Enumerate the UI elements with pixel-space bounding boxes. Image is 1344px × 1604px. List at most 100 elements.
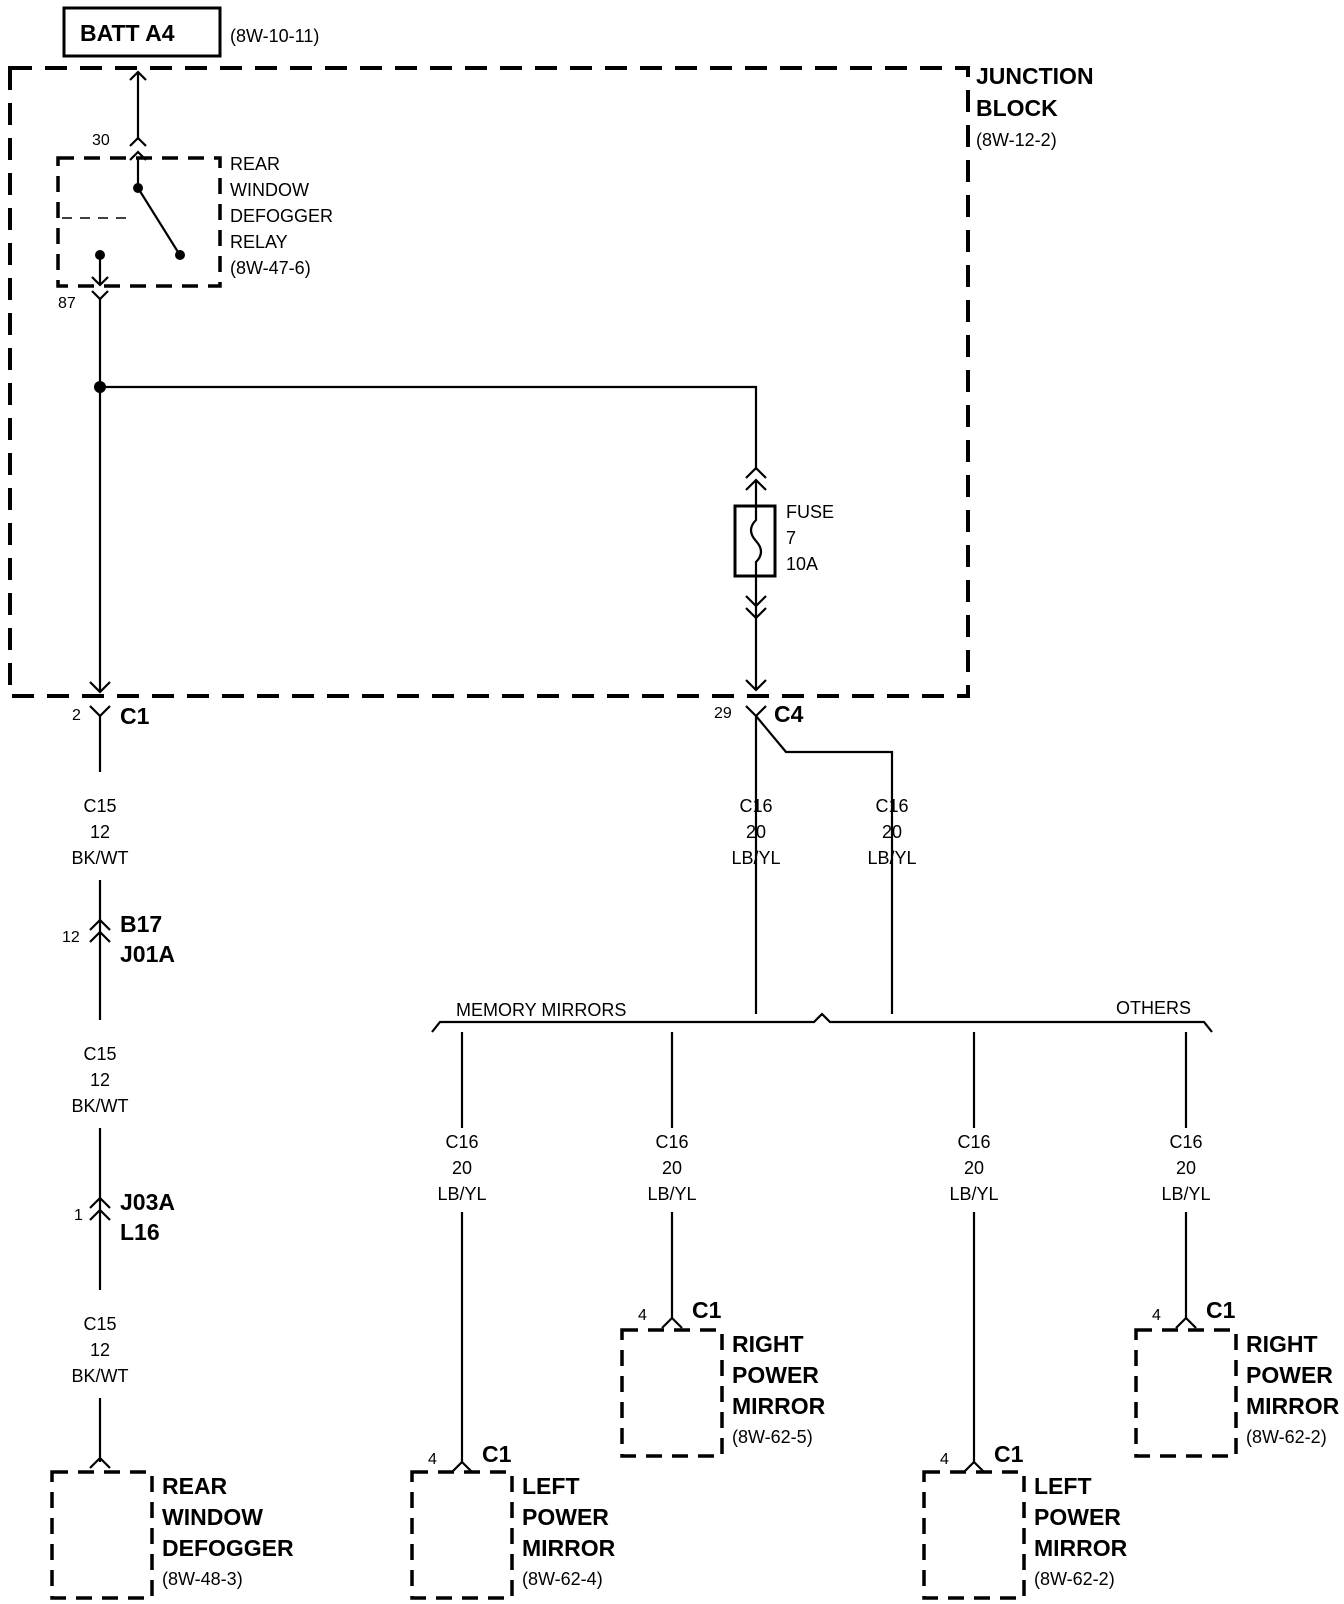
fuse-top-connector-1 [745, 466, 767, 479]
inline2-name1: J03A [120, 1189, 175, 1215]
relay-label-ref: (8W-47-6) [230, 258, 311, 278]
c16-label-b2: 20 [882, 822, 902, 842]
right-mirror-1-conn: C1 [692, 1297, 722, 1323]
defogger-outline [50, 1470, 154, 1600]
c16-label-b3: LB/YL [867, 848, 916, 868]
relay-switch-arm [137, 187, 179, 253]
c16-label-f1: C16 [1169, 1132, 1202, 1152]
c16-label-d1: C16 [655, 1132, 688, 1152]
c15-label-2c: BK/WT [72, 1096, 129, 1116]
c15-label-1b: 12 [90, 822, 110, 842]
c4-wire-b [755, 715, 894, 1014]
left-mirror-1-connector [451, 1460, 473, 1473]
c15-label-3b: 12 [90, 1340, 110, 1360]
left-mirror-2-ref: (8W-62-2) [1034, 1569, 1115, 1589]
fuse-label-3: 10A [786, 554, 818, 574]
right-mirror-1-label-2: POWER [732, 1362, 819, 1388]
left-mirror-1-label-1: LEFT [522, 1473, 580, 1499]
relay-label-2: WINDOW [230, 180, 309, 200]
left-mirror-2-label-2: POWER [1034, 1504, 1121, 1530]
defogger-label-3: DEFOGGER [162, 1535, 294, 1561]
c16-label-f3: LB/YL [1161, 1184, 1210, 1204]
inline2-connector-b [89, 1208, 111, 1221]
relay-pin-30: 30 [92, 132, 110, 149]
relay-contact-dot [175, 250, 185, 260]
c15-label-1a: C15 [83, 796, 116, 816]
fuse-feed-wire [100, 385, 758, 470]
others-label: OTHERS [1116, 998, 1191, 1018]
battery-ref: (8W-10-11) [230, 26, 319, 46]
left-mirror-1-pin: 4 [428, 1451, 437, 1468]
battery-box [62, 6, 222, 58]
c4-name: C4 [774, 701, 804, 727]
left-mirror-2-outline [922, 1470, 1026, 1600]
c15-label-2a: C15 [83, 1044, 116, 1064]
defogger-ref: (8W-48-3) [162, 1569, 243, 1589]
relay-output-arrow [91, 276, 109, 287]
left-mirror-2-conn: C1 [994, 1441, 1024, 1467]
left-mirror-2-label-3: MIRROR [1034, 1535, 1128, 1561]
relay-pin30-connector [129, 136, 147, 147]
inline1-pin: 12 [62, 929, 80, 946]
left-mirror-1-ref: (8W-62-4) [522, 1569, 603, 1589]
inline2-pin: 1 [74, 1207, 83, 1224]
battery-label: BATT A4 [80, 20, 175, 46]
right-mirror-2-ref: (8W-62-2) [1246, 1427, 1327, 1447]
junction-block-title-2: BLOCK [976, 95, 1058, 121]
inline1-name2: J01A [120, 941, 175, 967]
fuse-label-2: 7 [786, 528, 796, 548]
left-mirror-1-label-3: MIRROR [522, 1535, 616, 1561]
c16-label-e3: LB/YL [949, 1184, 998, 1204]
c4-pin: 29 [714, 705, 732, 722]
c1-connector [89, 705, 111, 718]
junction-block-outline [8, 66, 970, 698]
c1-name: C1 [120, 703, 150, 729]
c16-label-b1: C16 [875, 796, 908, 816]
right-mirror-2-connector [1175, 1316, 1197, 1329]
right-mirror-1-connector [661, 1316, 683, 1329]
left-mirror-1-outline [410, 1470, 514, 1600]
c16-label-c1: C16 [445, 1132, 478, 1152]
defogger-connector [89, 1456, 111, 1469]
c16-label-d3: LB/YL [647, 1184, 696, 1204]
c15-label-2b: 12 [90, 1070, 110, 1090]
right-mirror-2-outline [1134, 1328, 1238, 1458]
c16-label-f2: 20 [1176, 1158, 1196, 1178]
defogger-label-2: WINDOW [162, 1504, 263, 1530]
c4-connector [745, 705, 767, 718]
relay-pin87-connector [91, 290, 109, 301]
right-mirror-2-pin: 4 [1152, 1307, 1161, 1324]
inline2-name2: L16 [120, 1219, 160, 1245]
c15-label-3a: C15 [83, 1314, 116, 1334]
c16-label-a1: C16 [739, 796, 772, 816]
c16-label-d2: 20 [662, 1158, 682, 1178]
left-mirror-1-label-2: POWER [522, 1504, 609, 1530]
inline1-connector-b [89, 930, 111, 943]
right-mirror-1-label-3: MIRROR [732, 1393, 826, 1419]
c15-label-3c: BK/WT [72, 1366, 129, 1386]
c16-label-a2: 20 [746, 822, 766, 842]
inline1-name1: B17 [120, 911, 162, 937]
left-mirror-2-label-1: LEFT [1034, 1473, 1092, 1499]
right-mirror-1-label-1: RIGHT [732, 1331, 804, 1357]
fuse-output-arrow [745, 679, 767, 692]
right-mirror-2-label-1: RIGHT [1246, 1331, 1318, 1357]
left-mirror-2-connector [963, 1460, 985, 1473]
defogger-label-1: REAR [162, 1473, 228, 1499]
right-mirror-2-label-3: MIRROR [1246, 1393, 1340, 1419]
junction-block-ref: (8W-12-2) [976, 130, 1057, 150]
c16-label-e1: C16 [957, 1132, 990, 1152]
inline1-connector-a [89, 918, 111, 931]
right-mirror-1-outline [620, 1328, 724, 1458]
fuse-label-1: FUSE [786, 502, 834, 522]
c16-label-e2: 20 [964, 1158, 984, 1178]
memory-mirrors-label: MEMORY MIRRORS [456, 1000, 626, 1020]
right-mirror-1-pin: 4 [638, 1307, 647, 1324]
right-mirror-2-label-2: POWER [1246, 1362, 1333, 1388]
relay-label-4: RELAY [230, 232, 288, 252]
relay-pin-87: 87 [58, 295, 76, 312]
right-mirror-2-conn: C1 [1206, 1297, 1236, 1323]
c1-pin: 2 [72, 707, 81, 724]
c16-label-a3: LB/YL [731, 848, 780, 868]
